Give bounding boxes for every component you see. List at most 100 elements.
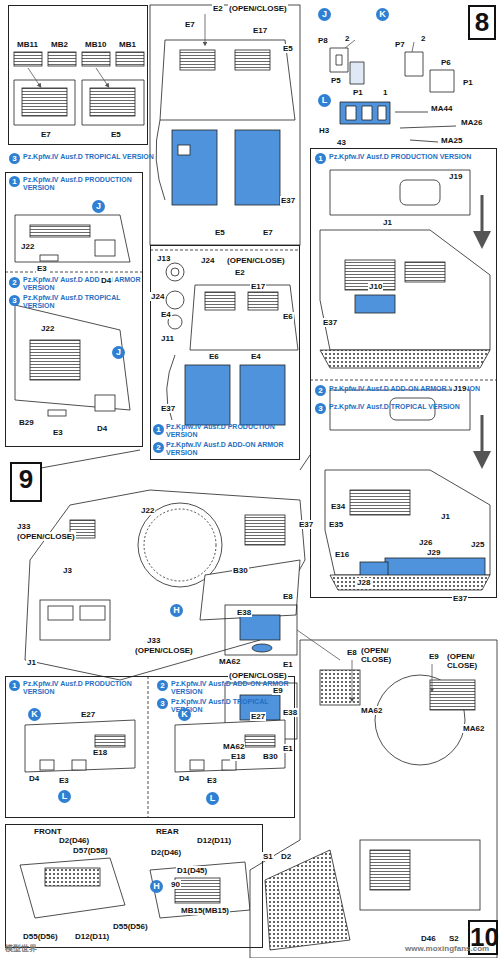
part-number: S2 [448, 934, 460, 943]
part-number: MA26 [460, 118, 483, 127]
version-number: 3 [315, 403, 326, 414]
part-number: B29 [18, 418, 35, 427]
part-number: E16 [334, 550, 350, 559]
part-number: E17 [252, 26, 268, 35]
part-number: P1 [352, 88, 364, 97]
part-number: MB1 [118, 40, 137, 49]
part-number: J22 [140, 506, 155, 515]
step-number: 9 [12, 464, 40, 494]
part-number: E8 [346, 648, 358, 657]
part-number: E1 [282, 744, 294, 753]
part-number: E3 [52, 428, 64, 437]
part-number: J33 [146, 636, 161, 645]
part-number: E3 [36, 264, 48, 273]
part-number: (OPEN/ CLOSE) [446, 652, 478, 670]
part-number: D2 [280, 852, 292, 861]
part-number: J28 [356, 578, 371, 587]
part-number: J24 [150, 292, 165, 301]
part-number: J1 [382, 218, 393, 227]
part-number: MA62 [222, 742, 245, 751]
part-number: P5 [330, 76, 342, 85]
version-heading: Pz.Kpfw.IV Ausf.D TROPICAL VERSION [23, 294, 141, 310]
part-number: E3 [206, 776, 218, 785]
part-number: E37 [322, 318, 338, 327]
part-number: D2(D46) [150, 848, 182, 857]
part-number: MB10 [84, 40, 107, 49]
part-number: E4 [160, 310, 172, 319]
part-number: D12(D11) [74, 932, 110, 941]
part-number: E18 [230, 752, 246, 761]
instruction-panel: 1Pz.Kpfw.IV Ausf.D PRODUCTION VERSION2Pz… [5, 172, 143, 447]
version-number: 1 [153, 424, 164, 435]
part-number: J26 [418, 538, 433, 547]
part-number: D2(D46) [58, 836, 90, 845]
part-number: P8 [317, 36, 329, 45]
part-number: E2 [212, 4, 224, 13]
part-number: E7 [40, 130, 52, 139]
sub-assembly-letter: K [178, 708, 191, 721]
sub-assembly-letter: J [112, 346, 125, 359]
part-number: E7 [262, 228, 274, 237]
sub-assembly-letter: L [206, 792, 219, 805]
part-number: (OPEN/CLOSE) [226, 256, 286, 265]
part-number: J22 [40, 324, 55, 333]
version-heading: FRONT [34, 828, 62, 836]
part-number: P6 [440, 58, 452, 67]
part-number: E37 [280, 196, 296, 205]
part-number: E4 [250, 352, 262, 361]
part-number: P1 [462, 78, 474, 87]
part-number: E38 [282, 708, 298, 717]
part-number: E34 [330, 502, 346, 511]
part-number: J1 [26, 658, 37, 667]
part-number: E37 [452, 594, 468, 603]
part-number: 1 [382, 88, 388, 97]
part-number: J33 [16, 522, 31, 531]
part-number: MB15(MB15) [180, 906, 230, 915]
sub-assembly-letter: K [376, 8, 389, 21]
part-number: E35 [328, 520, 344, 529]
version-number: 1 [9, 680, 20, 691]
version-heading: Pz.Kpfw.IV Ausf.D PRODUCTION VERSION [23, 680, 148, 696]
part-number: 43 [336, 138, 347, 147]
part-number: E5 [282, 44, 294, 53]
part-number: E6 [282, 312, 294, 321]
version-number: 2 [315, 385, 326, 396]
part-number: 90 [170, 880, 181, 889]
part-number: E8 [282, 592, 294, 601]
instruction-panel: 1Pz.Kpfw.IV Ausf.D PRODUCTION VERSION2Pz… [310, 148, 497, 598]
part-number: E18 [92, 748, 108, 757]
part-number: B30 [232, 566, 249, 575]
part-number: E38 [236, 608, 252, 617]
part-number: (OPEN/CLOSE) [16, 532, 76, 541]
part-number: J24 [200, 256, 215, 265]
part-number: MA25 [440, 136, 463, 145]
sub-assembly-letter: K [28, 708, 41, 721]
part-number: D4 [178, 774, 190, 783]
watermark: 模型世界 [4, 944, 38, 953]
part-number: P7 [394, 40, 406, 49]
part-number: MB2 [50, 40, 69, 49]
part-number: E27 [80, 710, 96, 719]
step-number-box: 8 [468, 5, 496, 40]
sub-assembly-letter: H [150, 880, 163, 893]
part-number: J29 [426, 548, 441, 557]
version-number: 3 [9, 153, 20, 164]
watermark: www.moxingfans.com [404, 944, 490, 953]
part-number: 2 [344, 34, 350, 43]
part-number: D4 [28, 774, 40, 783]
part-number: MB11 [16, 40, 39, 49]
version-number: 3 [9, 295, 20, 306]
instruction-panel: 1Pz.Kpfw.IV Ausf.D PRODUCTION VERSION2Pz… [5, 676, 295, 818]
part-number: E17 [250, 282, 266, 291]
sub-assembly-letter: J [318, 8, 331, 21]
part-number: J25 [470, 540, 485, 549]
sub-assembly-letter: L [318, 94, 331, 107]
part-number: J19 [452, 384, 467, 393]
part-number: 2 [420, 34, 426, 43]
part-number: D55(D56) [112, 922, 149, 931]
part-number: (OPEN/CLOSE) [228, 4, 288, 13]
part-number: E27 [250, 712, 266, 721]
version-number: 2 [9, 277, 20, 288]
version-number: 3 [157, 698, 168, 709]
